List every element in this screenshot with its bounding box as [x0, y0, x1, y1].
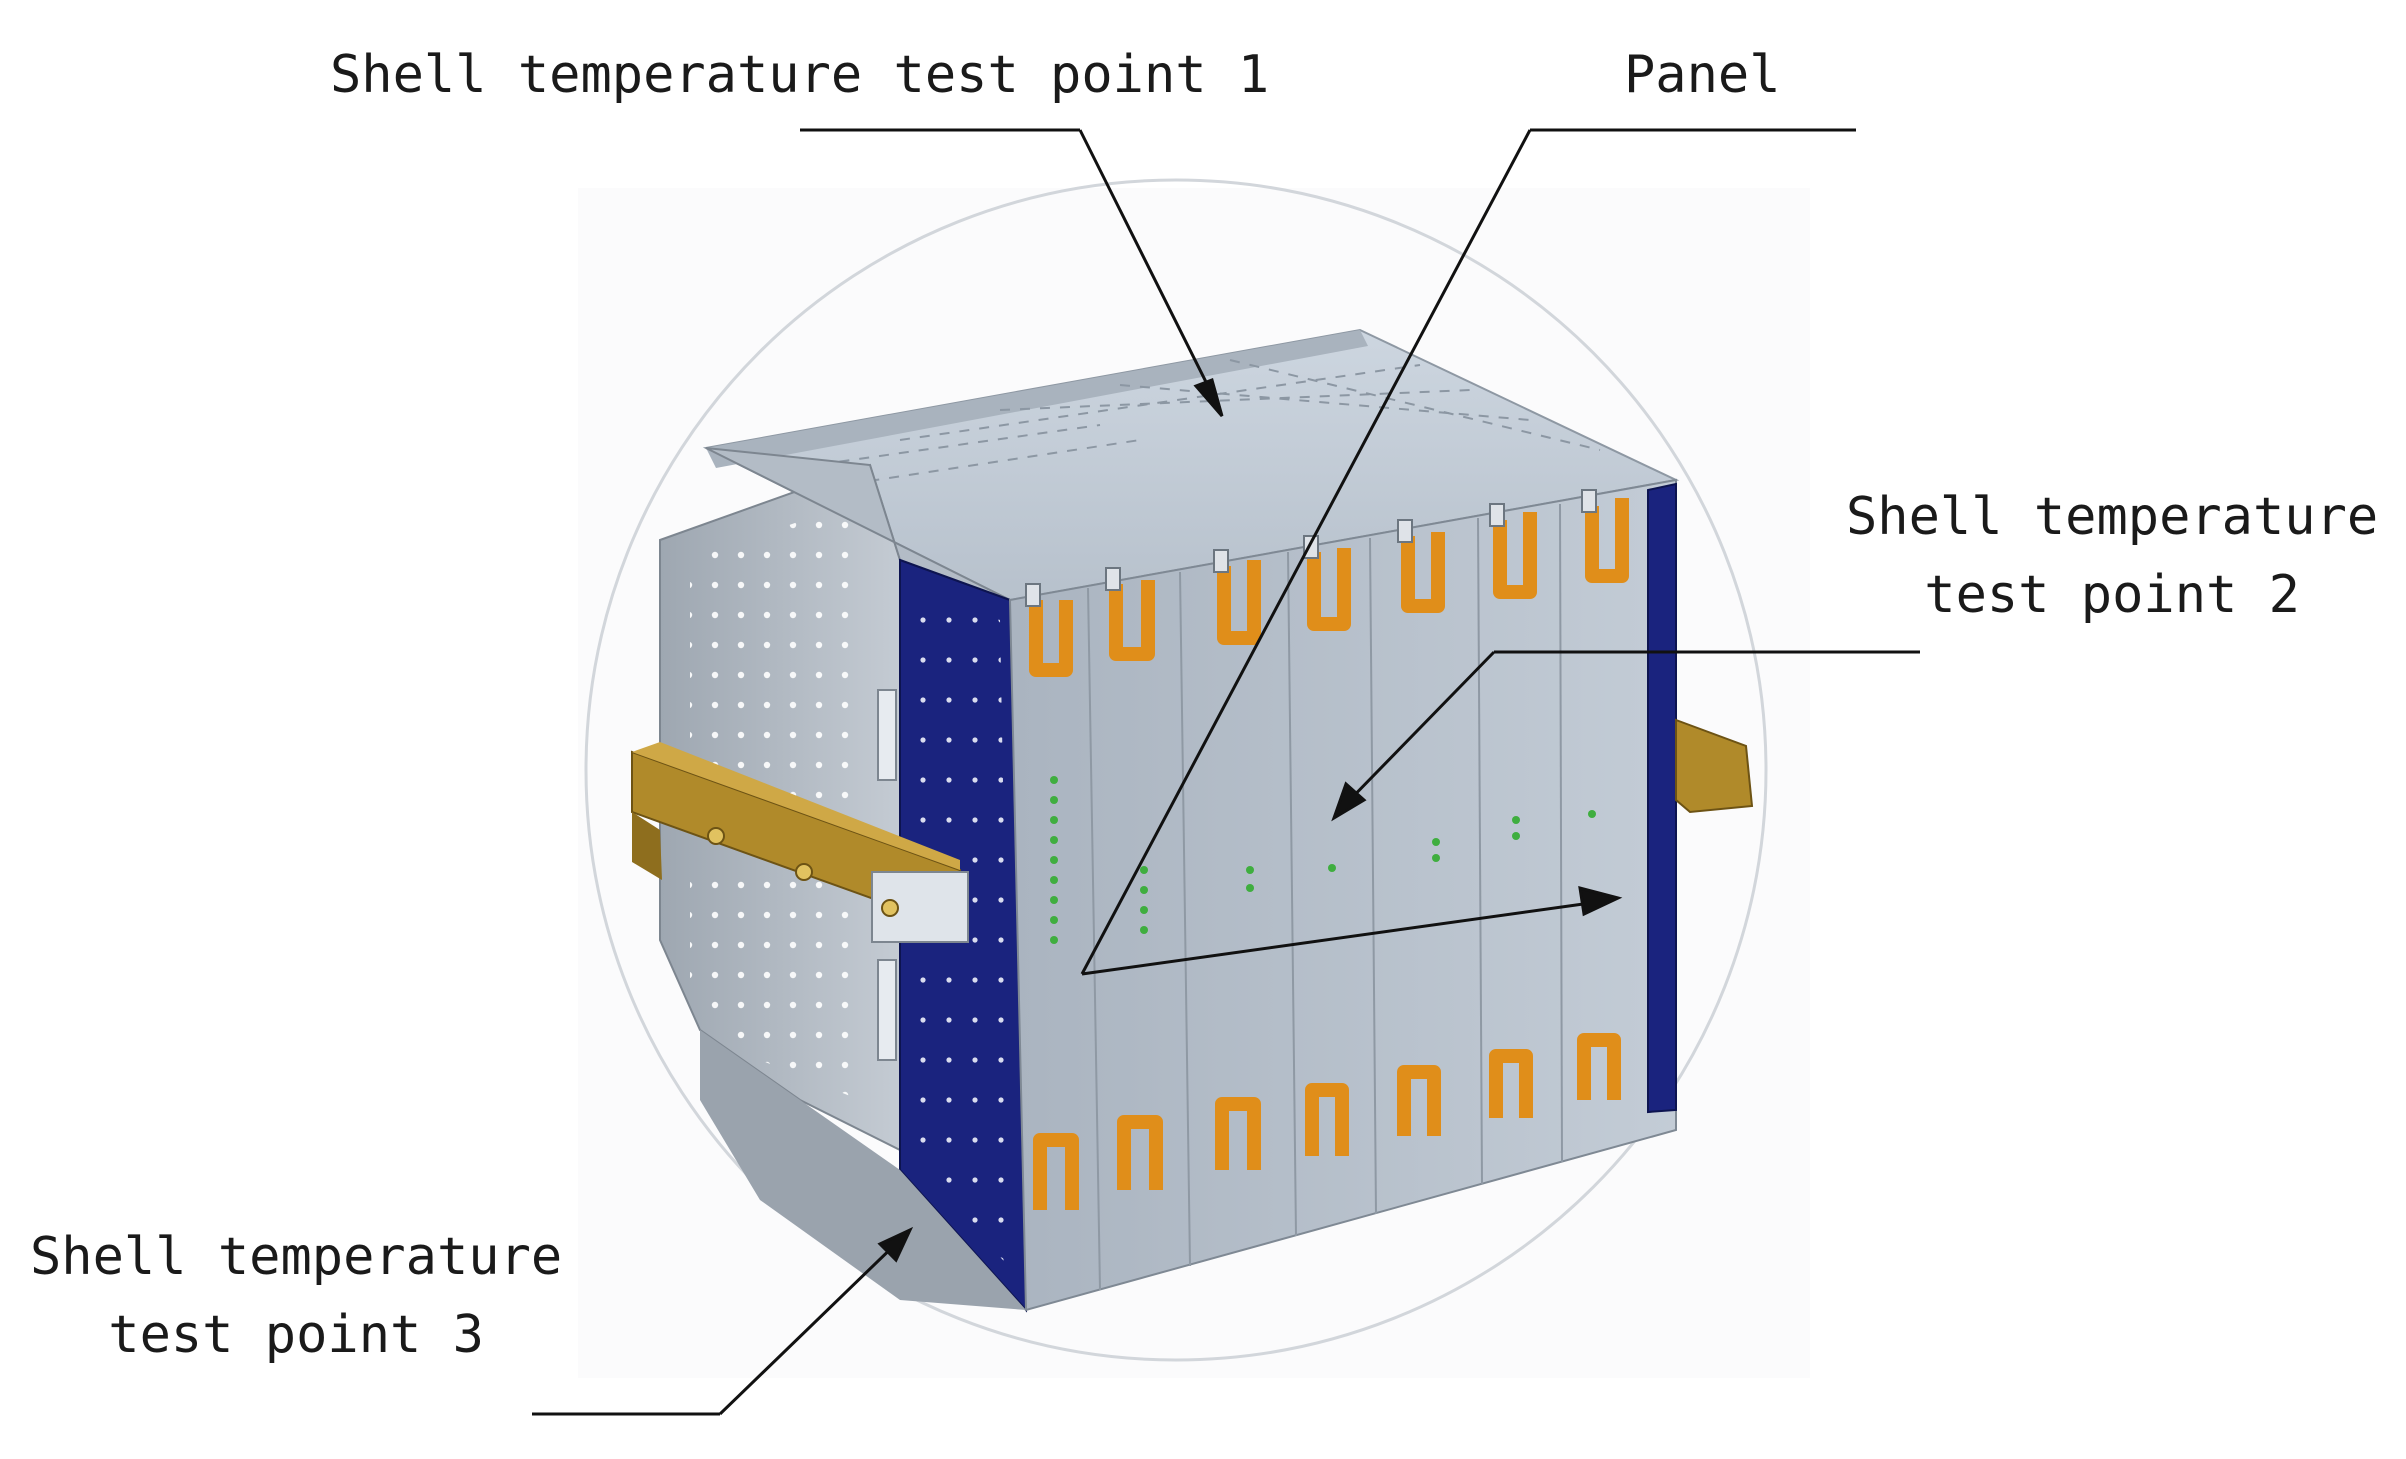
label-test-point-2: Shell temperature test point 2 [1846, 478, 2378, 634]
leader-lines [532, 128, 1920, 1416]
bottom-clips [1033, 1033, 1621, 1210]
right-rail [1647, 482, 1677, 1114]
top-clips [1029, 498, 1629, 677]
status-leds [1050, 776, 1596, 944]
label-panel-text: Panel [1624, 45, 1781, 105]
front-face [1008, 478, 1677, 1312]
left-connector-lower [877, 959, 897, 1061]
label-test-point-3-line2: test point 3 [108, 1305, 484, 1365]
top-cover-ridge [706, 330, 1368, 468]
right-handle [1675, 718, 1754, 814]
left-handle [631, 742, 969, 943]
card-dividers [1087, 503, 1563, 1291]
label-test-point-2-line2: test point 2 [1924, 565, 2300, 625]
label-test-point-1-text: Shell temperature test point 1 [330, 45, 1270, 105]
top-slot-lines [779, 359, 1601, 491]
top-screws [1025, 489, 1597, 607]
label-panel: Panel [1624, 36, 1781, 114]
label-test-point-2-line1: Shell temperature [1846, 487, 2379, 547]
left-perforation-upper [690, 500, 860, 800]
enclosing-circle [584, 178, 1768, 1362]
left-connector-upper [877, 689, 897, 781]
label-test-point-3: Shell temperature test point 3 [30, 1218, 562, 1374]
left-perforation-lower [690, 860, 860, 1100]
label-test-point-1: Shell temperature test point 1 [330, 36, 1269, 114]
bottom-underside [700, 1030, 1026, 1310]
label-test-point-3-line1: Shell temperature [30, 1227, 563, 1287]
